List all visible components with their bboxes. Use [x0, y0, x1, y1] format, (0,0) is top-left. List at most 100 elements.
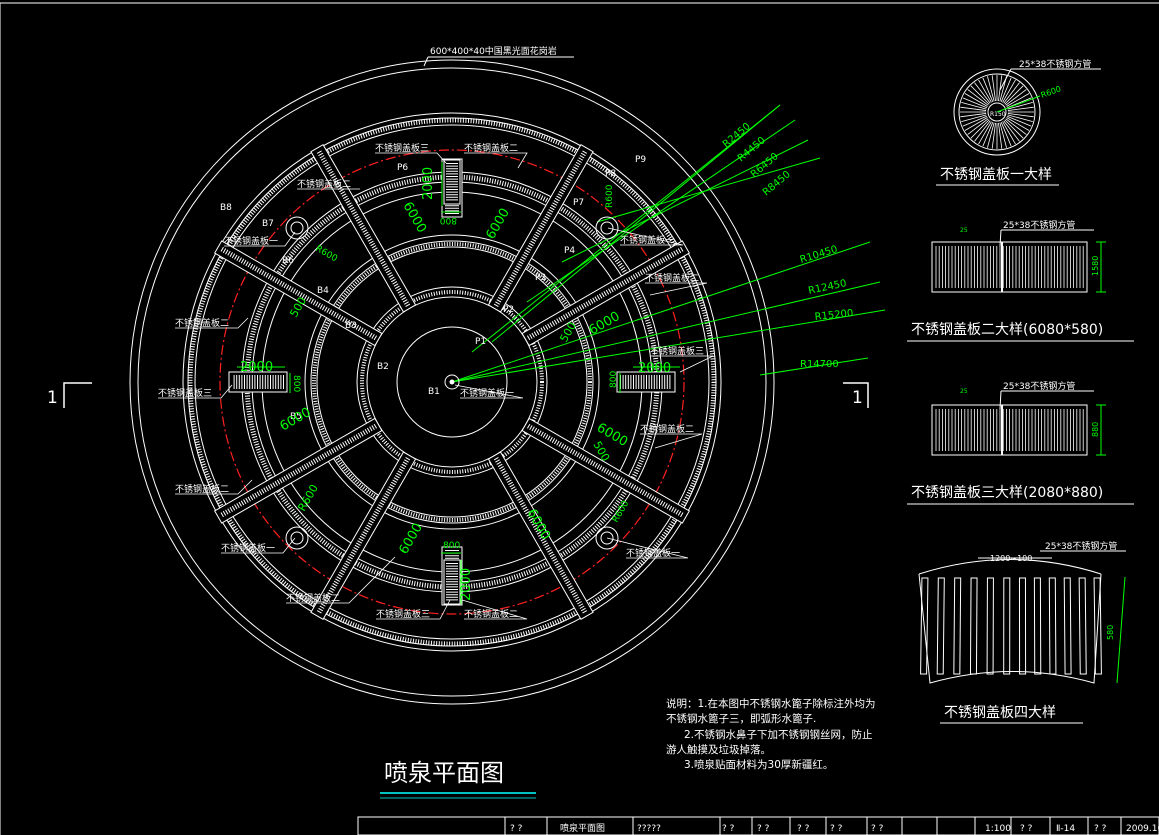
nozzle-cover-outer: [595, 216, 619, 240]
title-cell: 喷泉平面图: [560, 822, 605, 834]
grate-bar: [1000, 122, 1012, 147]
section-mark-right: 1: [843, 382, 869, 408]
title-cell: ?????: [637, 824, 661, 834]
channel-slots: [220, 246, 378, 341]
radius-leader: [451, 309, 886, 383]
dim-2000: 2000: [421, 167, 436, 200]
design-notes: 说明：1.在本图中不锈钢水篦子除标注外均为 不锈钢水篦子三，即弧形水篦子. 2.…: [666, 697, 876, 771]
dim-r600: R600: [314, 244, 340, 265]
title-cell: ? ?: [797, 824, 810, 834]
cover-label-leaders: [158, 152, 714, 620]
cover2-label: 不锈钢盖板二: [175, 317, 229, 329]
nozzle-rings: [285, 216, 619, 550]
nozzle-cover-outer: [285, 216, 309, 240]
grate-bar: [999, 122, 1007, 148]
ring-0: [129, 59, 775, 705]
r10450-label: R10450: [799, 244, 839, 266]
cover1-label: 不锈钢盖板一: [620, 234, 674, 246]
label-p2: P2: [503, 305, 514, 315]
grate-bar: [970, 119, 990, 139]
channel-7: [213, 240, 383, 347]
grate-bar: [978, 79, 992, 103]
cover2-label: 不锈钢盖板二: [297, 178, 351, 190]
ring-12: [366, 296, 538, 468]
grate-bar: [1007, 106, 1034, 111]
ring-2: [182, 112, 722, 652]
dim-2000: 2000: [240, 360, 273, 375]
red-centerline: [219, 149, 685, 615]
ring-1: [137, 67, 767, 697]
title-cell: ? ?: [871, 824, 884, 834]
label-p7: P7: [573, 198, 584, 208]
cover1-label: 不锈钢盖板一: [460, 387, 514, 399]
label-b1: B1: [428, 387, 440, 397]
grate-bar: [1004, 85, 1024, 105]
ring-10: [316, 246, 588, 518]
grate-bar: [1048, 577, 1057, 675]
grate-bar: [1002, 121, 1016, 145]
grate-bar: [978, 121, 992, 145]
dim-6000: 6000: [483, 206, 513, 242]
center-nozzle: [444, 374, 460, 390]
nozzle-cover-inner: [600, 221, 614, 235]
dim-25: 25: [960, 227, 968, 234]
label-p4: P4: [564, 246, 575, 256]
note-line: 游人触摸及垃圾掉落。: [666, 743, 771, 756]
cover2-label: 不锈钢盖板二: [645, 272, 699, 284]
grate-bar: [1005, 89, 1027, 106]
label-b6: B6: [282, 256, 294, 266]
centerline-circle: [219, 149, 685, 615]
grate-bar: [920, 577, 929, 675]
slot-band-3: [360, 290, 544, 474]
note-line: 3.喷泉贴面材料为30厚新疆红。: [684, 758, 833, 771]
material-label: 600*400*40中国黑光面花岗岩: [430, 45, 557, 57]
label-b7: B7: [262, 219, 274, 229]
grate-bar: [1006, 93, 1030, 107]
channel-slots: [316, 456, 411, 614]
grate-bar: [1007, 114, 1033, 122]
detail-cover-1: R150 R600 25*38不锈钢方管 不锈钢盖板一大样: [936, 58, 1101, 186]
zone-labels: B1 B2 B3 B4 B5 B6 B7 B8 P1 P2 P3 P4 P6 P…: [220, 155, 646, 422]
stub-0: [616, 371, 676, 393]
grate-bar: [1063, 577, 1072, 675]
grate-bar: [1018, 577, 1027, 675]
grate-bar: [964, 117, 988, 131]
grate-bar: [964, 93, 988, 107]
cover2-label: 不锈钢盖板二: [286, 592, 340, 604]
cover1-label: 不锈钢盖板一: [626, 547, 680, 559]
dim-800: 800: [609, 371, 619, 388]
channel-slots: [493, 456, 588, 614]
channel-slots: [220, 423, 378, 518]
radius-leader: [491, 104, 781, 343]
cover3-label: 不锈钢盖板三: [376, 608, 430, 620]
grate-bar: [1003, 577, 1011, 675]
grate-bar: [987, 122, 995, 148]
grate-bar: [1003, 120, 1020, 142]
cover2-label: 不锈钢盖板二: [175, 483, 229, 495]
note-line: 不锈钢水篦子三，即弧形水篦子.: [666, 712, 816, 725]
label-b3: B3: [345, 321, 357, 331]
detail3-title: 不锈钢盖板三大样(2080*880): [911, 485, 1103, 501]
grate-bar: [1078, 577, 1087, 675]
grate-bar: [1007, 115, 1032, 127]
title-cell: ? ?: [830, 824, 843, 834]
grate-bar: [936, 577, 945, 675]
dim-580: 580: [1106, 625, 1115, 640]
dim-6000: 6000: [278, 405, 314, 435]
nozzle-cover-inner: [600, 531, 614, 545]
ring-11: [356, 286, 548, 478]
title-cell: ? ?: [510, 824, 523, 834]
cover3-label: 不锈钢盖板三: [375, 142, 429, 154]
section-number: 1: [47, 388, 58, 408]
inner-radius: R150: [990, 111, 1006, 118]
grate-bar: [961, 102, 987, 110]
ring-13: [396, 326, 508, 438]
dim-2000: 2000: [638, 361, 671, 376]
grate-covers: [237, 159, 680, 605]
channel-slots: [493, 150, 588, 308]
grate-bar: [970, 85, 990, 105]
ring-4: [194, 124, 710, 640]
radius-leader: [596, 157, 821, 223]
grate-bar: [1002, 79, 1016, 103]
